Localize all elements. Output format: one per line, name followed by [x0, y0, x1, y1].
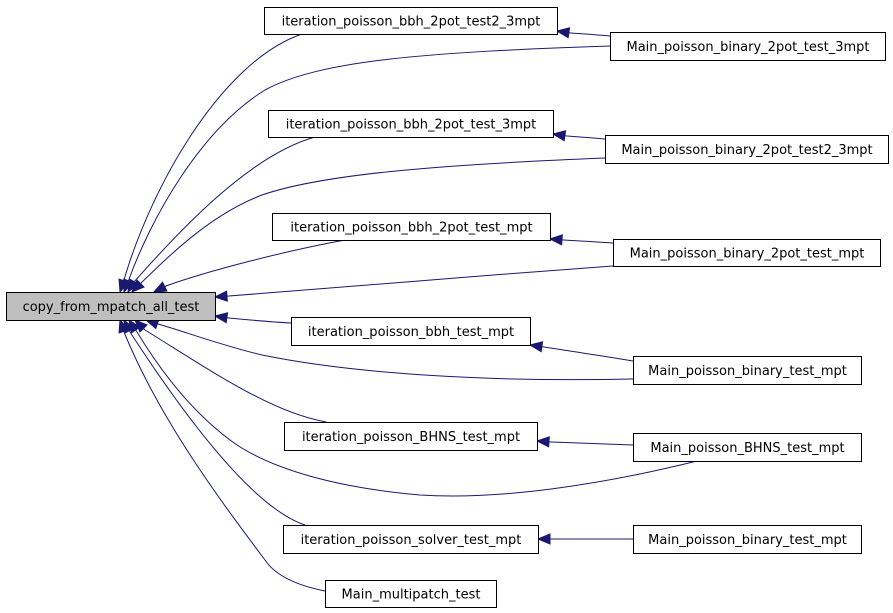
- arrowhead-icon: [213, 312, 229, 324]
- edge-line: [123, 331, 326, 592]
- node-box[interactable]: [605, 135, 889, 164]
- arrowhead-icon: [152, 281, 168, 293]
- node-it_bbh_2pot_test_mpt[interactable]: iteration_poisson_bbh_2pot_test_mpt: [272, 213, 551, 241]
- node-main_BHNS_test_mpt[interactable]: Main_poisson_BHNS_test_mpt: [633, 433, 862, 462]
- edge-main_binary_2pot_test_mpt-to-it_bbh_2pot_test_mpt: [548, 234, 614, 246]
- edge-line: [543, 346, 634, 362]
- node-label: Main_poisson_binary_test_mpt: [648, 533, 847, 548]
- edge-line: [563, 239, 614, 244]
- node-label: copy_from_mpatch_all_test: [23, 300, 200, 315]
- edge-it_bbh_2pot_test_mpt-to-root: [152, 239, 346, 293]
- node-main_binary_2pot_test_mpt[interactable]: Main_poisson_binary_2pot_test_mpt: [613, 239, 881, 267]
- node-label: Main_poisson_binary_2pot_test_mpt: [630, 247, 865, 262]
- node-label: iteration_poisson_bbh_2pot_test_3mpt: [286, 118, 537, 133]
- arrowhead-icon: [536, 533, 551, 545]
- node-box[interactable]: [283, 525, 539, 554]
- node-box[interactable]: [264, 7, 558, 35]
- edge-line: [127, 45, 611, 283]
- node-label: Main_poisson_binary_2pot_test2_3mpt: [621, 143, 872, 158]
- edge-line: [570, 32, 611, 37]
- edge-line: [144, 329, 327, 423]
- nodes-layer: copy_from_mpatch_all_test iteration_poiss…: [6, 7, 889, 608]
- edge-main_binary_test_mpt_b-to-it_solver_test_mpt: [536, 533, 633, 545]
- node-box[interactable]: [284, 422, 538, 451]
- node-box[interactable]: [633, 356, 862, 385]
- edge-main_multipatch_test-to-root: [118, 318, 326, 592]
- arrowhead-icon: [131, 279, 145, 293]
- edge-main_binary_test_mpt_a-to-it_bbh_test_mpt: [528, 341, 634, 362]
- edge-line: [133, 136, 316, 283]
- arrowhead-icon: [213, 290, 228, 302]
- node-label: Main_poisson_BHNS_test_mpt: [650, 441, 844, 456]
- node-it_solver_test_mpt[interactable]: iteration_poisson_solver_test_mpt: [283, 525, 539, 554]
- node-label: Main_multipatch_test: [342, 588, 481, 603]
- node-label: iteration_poisson_bbh_2pot_test_mpt: [290, 221, 532, 236]
- edge-main_BHNS_test_mpt-to-root: [128, 318, 698, 497]
- node-box[interactable]: [6, 292, 216, 321]
- node-it_bbh_2pot_test_3mpt[interactable]: iteration_poisson_bbh_2pot_test_3mpt: [268, 110, 554, 138]
- node-main_binary_2pot_test2_3mpt[interactable]: Main_poisson_binary_2pot_test2_3mpt: [605, 135, 889, 164]
- arrowhead-icon: [548, 234, 563, 246]
- edge-line: [566, 135, 606, 140]
- node-label: Main_poisson_binary_2pot_test_3mpt: [626, 40, 869, 55]
- edge-line: [157, 323, 634, 381]
- node-label: iteration_poisson_BHNS_test_mpt: [302, 430, 520, 445]
- node-it_bbh_test_mpt[interactable]: iteration_poisson_bbh_test_mpt: [291, 317, 531, 346]
- edges-layer: [118, 27, 698, 592]
- node-label: iteration_poisson_solver_test_mpt: [301, 533, 522, 548]
- arrowhead-icon: [551, 130, 567, 142]
- node-main_binary_test_mpt_a[interactable]: Main_poisson_binary_test_mpt: [633, 356, 862, 385]
- edge-main_binary_2pot_test_3mpt-to-root: [123, 45, 611, 294]
- node-main_multipatch_test[interactable]: Main_multipatch_test: [325, 580, 497, 608]
- node-main_binary_test_mpt_b[interactable]: Main_poisson_binary_test_mpt: [633, 525, 862, 554]
- edge-line: [136, 331, 698, 497]
- edge-line: [123, 33, 303, 281]
- edge-main_binary_2pot_test_3mpt-to-it_bbh_2pot_test2_3mpt: [555, 27, 611, 39]
- node-box[interactable]: [268, 110, 554, 138]
- edge-it_bbh_2pot_test2_3mpt-to-root: [118, 33, 303, 294]
- node-box[interactable]: [610, 32, 886, 61]
- arrowhead-icon: [528, 341, 544, 353]
- node-box[interactable]: [272, 213, 551, 241]
- edge-it_solver_test_mpt-to-root: [123, 318, 306, 526]
- node-box[interactable]: [325, 580, 497, 608]
- arrowhead-icon: [555, 27, 571, 39]
- node-label: iteration_poisson_bbh_test_mpt: [308, 325, 514, 340]
- node-main_binary_2pot_test_3mpt[interactable]: Main_poisson_binary_2pot_test_3mpt: [610, 32, 886, 61]
- node-it_BHNS_test_mpt[interactable]: iteration_poisson_BHNS_test_mpt: [284, 422, 538, 451]
- edge-line: [550, 441, 634, 446]
- edge-main_binary_2pot_test2_3mpt-to-root: [131, 157, 606, 293]
- node-label: iteration_poisson_bbh_2pot_test2_3mpt: [282, 15, 541, 30]
- arrowhead-icon: [535, 436, 550, 448]
- node-box[interactable]: [291, 317, 531, 346]
- root-node-root[interactable]: copy_from_mpatch_all_test: [6, 292, 216, 321]
- node-box[interactable]: [633, 433, 862, 462]
- node-label: Main_poisson_binary_test_mpt: [648, 364, 847, 379]
- edge-main_binary_2pot_test2_3mpt-to-it_bbh_2pot_test_3mpt: [551, 130, 606, 142]
- edge-line: [165, 239, 346, 287]
- edge-line: [129, 331, 306, 526]
- edge-line: [228, 265, 614, 297]
- edge-main_binary_2pot_test_mpt-to-root: [213, 265, 614, 302]
- edge-line: [139, 157, 606, 285]
- node-it_bbh_2pot_test2_3mpt[interactable]: iteration_poisson_bbh_2pot_test2_3mpt: [264, 7, 558, 35]
- edge-it_bbh_test_mpt-to-root: [213, 312, 292, 324]
- edge-main_BHNS_test_mpt-to-it_BHNS_test_mpt: [535, 436, 634, 448]
- arrowhead-icon: [118, 318, 130, 334]
- edge-line: [228, 317, 292, 324]
- node-box[interactable]: [633, 525, 862, 554]
- node-box[interactable]: [613, 239, 881, 267]
